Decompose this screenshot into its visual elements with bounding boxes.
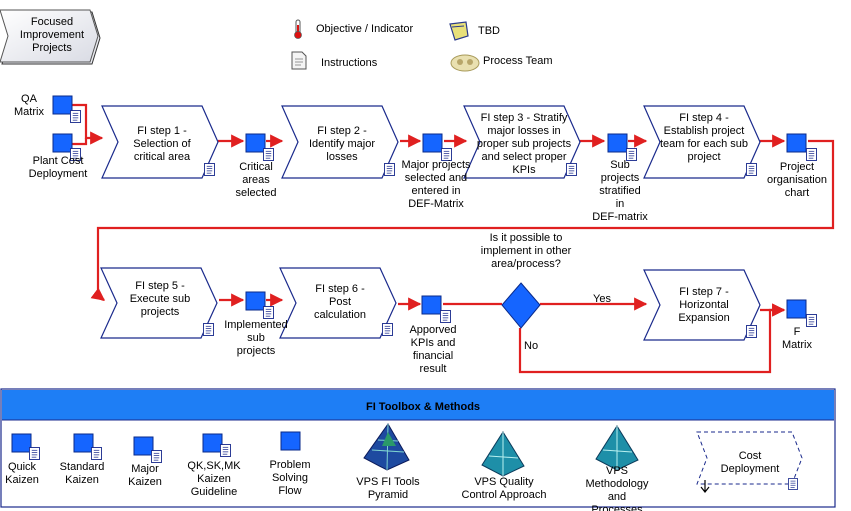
pyramid-icon-fi-tools[interactable] [363, 423, 410, 471]
decision-no-label: No [524, 340, 538, 352]
legend-objective-label: Objective / Indicator [316, 23, 414, 35]
legend: Objective / Indicator TBD Instructions P… [291, 19, 553, 72]
plant-cost-connector [72, 138, 88, 146]
tool-problem-solving[interactable] [280, 431, 301, 451]
decision-yes-label: Yes [593, 293, 611, 305]
tool-quick-kaizen[interactable] [11, 433, 40, 460]
output-kpis[interactable] [421, 295, 451, 323]
legend-instructions-label: Instructions [321, 57, 378, 69]
plant-cost-object[interactable] [52, 133, 81, 161]
tool-major-kaizen[interactable] [133, 436, 162, 463]
thermometer-icon [294, 19, 302, 39]
decision-diamond[interactable] [501, 282, 541, 329]
tool-cost-deployment[interactable] [696, 431, 803, 493]
legend-process-team-label: Process Team [483, 55, 553, 67]
pyramid-icon-methodology[interactable] [595, 425, 639, 471]
qa-matrix-object[interactable] [52, 95, 81, 123]
tool-kaizen-guideline[interactable] [202, 433, 231, 457]
flow-lines [72, 103, 835, 374]
output-org-chart[interactable] [786, 133, 817, 161]
process-team-icon [450, 54, 480, 72]
down-arrow-icon [700, 480, 710, 493]
output-f-matrix[interactable] [786, 299, 817, 327]
legend-tbd-label: TBD [478, 25, 500, 37]
output-critical-areas[interactable] [245, 133, 274, 161]
output-implemented[interactable] [245, 291, 274, 319]
pyramid-icon-quality[interactable] [481, 431, 525, 477]
output-sub-projects[interactable] [607, 133, 637, 161]
instructions-icon [291, 51, 307, 70]
toolbox-title: FI Toolbox & Methods [366, 401, 480, 413]
tbd-icon [449, 21, 469, 41]
output-major-projects[interactable] [422, 133, 452, 161]
tool-standard-kaizen[interactable] [73, 433, 102, 460]
